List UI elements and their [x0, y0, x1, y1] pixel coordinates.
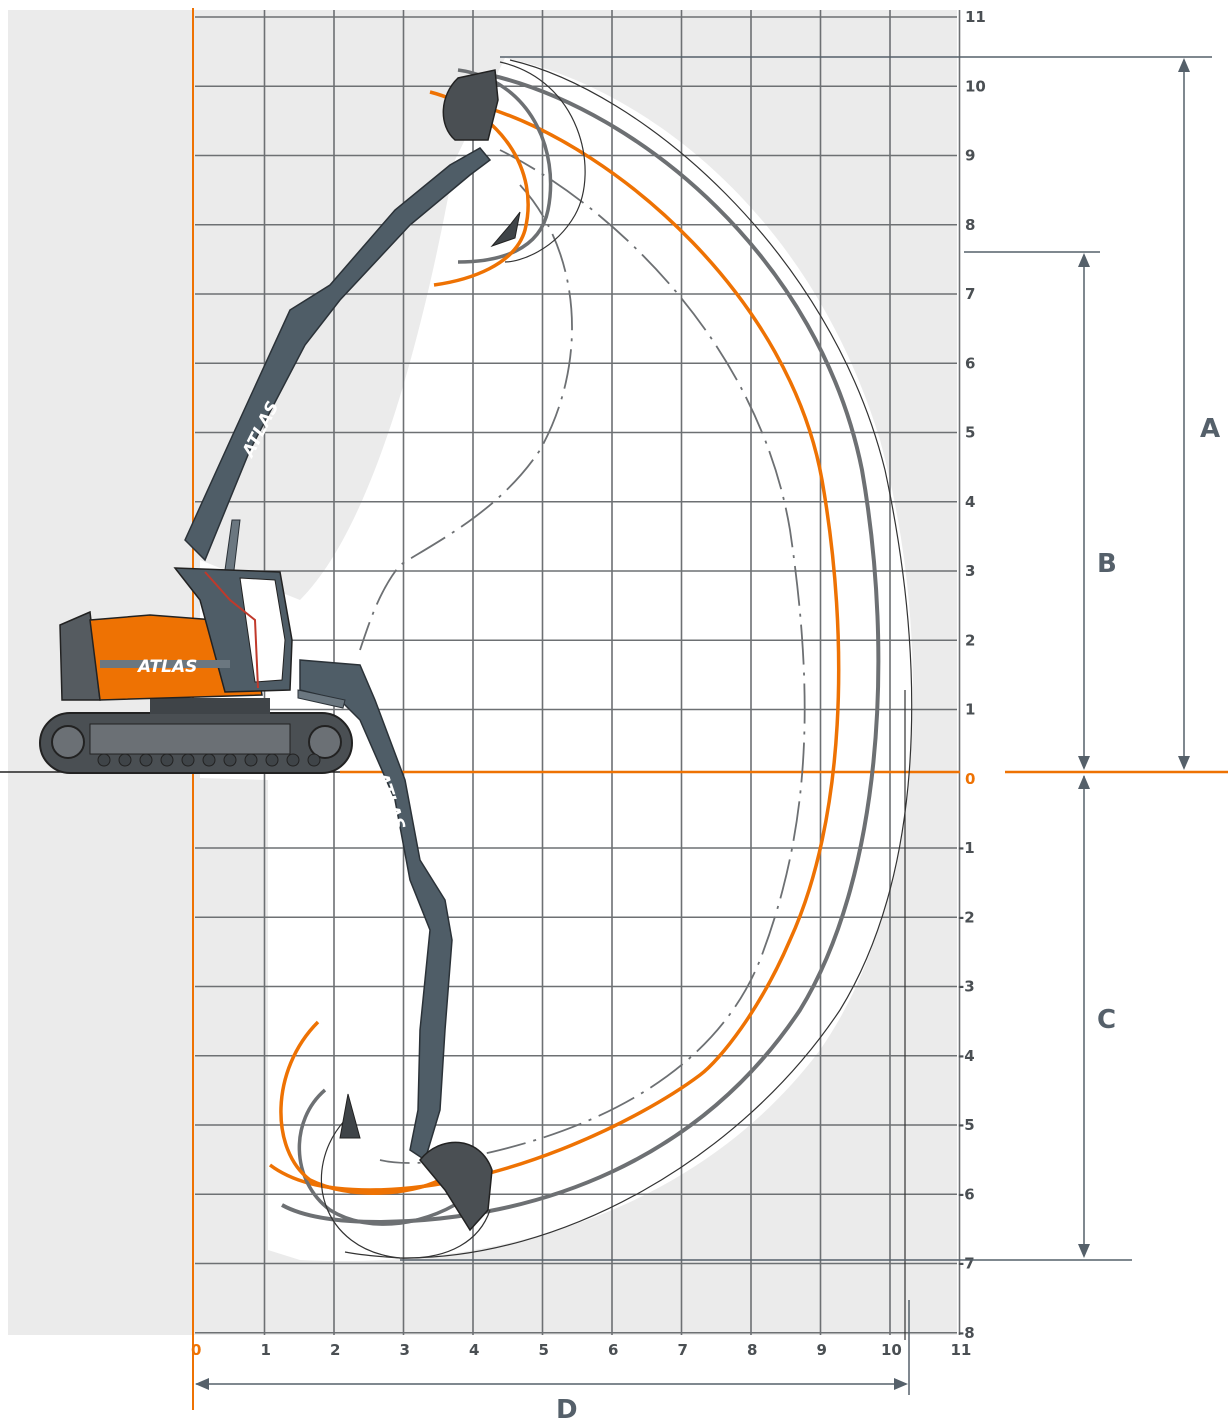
dim-label-c: C — [1097, 1005, 1116, 1035]
lower-boom-cylinder — [297, 689, 346, 709]
track-roller — [307, 753, 321, 767]
y-tick-label: -2 — [958, 908, 975, 926]
track-roller — [181, 753, 195, 767]
track-roller — [265, 753, 279, 767]
track-idler — [51, 725, 85, 759]
track-inner — [89, 723, 291, 755]
y-tick-label: -7 — [958, 1255, 975, 1273]
x-tick-label: 0 — [191, 1341, 201, 1359]
y-tick-label: 7 — [965, 285, 975, 303]
thin-top-circle — [499, 61, 586, 263]
y-tick-label: 9 — [965, 147, 975, 165]
lower-boom — [299, 659, 453, 1162]
thin-bottom-circle — [320, 1119, 491, 1259]
x-axis-ticks: 0 1 2 3 4 5 6 7 8 9 10 11 — [191, 1341, 971, 1359]
dim-d-arrow-left — [195, 1378, 209, 1390]
track-roller — [244, 753, 258, 767]
y-tick-label: -6 — [958, 1185, 975, 1203]
orange-bottom-arc — [279, 1020, 441, 1195]
y-tick-label: 6 — [965, 354, 975, 372]
grey-top-arc — [457, 68, 553, 264]
track-roller — [160, 753, 174, 767]
x-tick-label: 8 — [747, 1341, 757, 1359]
x-tick-label: 6 — [608, 1341, 618, 1359]
cab-frame-red — [204, 571, 259, 689]
excavator: ATLAS — [39, 69, 521, 1232]
dim-d-arrow-right — [894, 1378, 908, 1390]
dim-c-arrow-bottom — [1078, 1244, 1090, 1258]
dim-label-b: B — [1097, 549, 1117, 579]
turntable — [150, 698, 270, 714]
track-roller — [118, 753, 132, 767]
y-tick-label: -3 — [958, 978, 975, 996]
track-roller — [202, 753, 216, 767]
x-tick-label: 3 — [400, 1341, 410, 1359]
dim-c-arrow-top — [1078, 775, 1090, 789]
x-tick-label: 7 — [678, 1341, 688, 1359]
grey-bottom-arc — [297, 1088, 472, 1226]
y-tick-label: -4 — [958, 1047, 975, 1065]
y-tick-label: -1 — [958, 839, 975, 857]
dim-label-a: A — [1200, 414, 1220, 444]
track-rollers — [97, 753, 321, 767]
track-roller — [139, 753, 153, 767]
dimension-lines — [195, 56, 1212, 1395]
x-tick-label: 4 — [469, 1341, 479, 1359]
reach-curves — [268, 59, 913, 1340]
y-tick-label: 4 — [965, 493, 975, 511]
working-envelope — [200, 58, 913, 1262]
track-roller — [286, 753, 300, 767]
y-tick-label: 2 — [965, 631, 975, 649]
upper-boom — [184, 147, 492, 562]
x-tick-label: 1 — [261, 1341, 271, 1359]
track-roller — [97, 753, 111, 767]
hood-stripe — [100, 660, 230, 668]
grid — [195, 10, 961, 1335]
track-roller — [223, 753, 237, 767]
x-tick-label: 10 — [881, 1341, 902, 1359]
bottom-bucket-small — [339, 1093, 361, 1139]
hood-brand-label: ATLAS — [136, 657, 197, 677]
dim-b-arrow-bottom — [1078, 756, 1090, 770]
dim-a-arrow-bottom — [1178, 756, 1190, 770]
x-tick-label: 5 — [539, 1341, 549, 1359]
bottom-bucket — [419, 1141, 493, 1232]
y-tick-label: 11 — [965, 8, 986, 26]
y-tick-label: 3 — [965, 562, 975, 580]
y-tick-label: 8 — [965, 216, 975, 234]
dim-label-d: D — [556, 1395, 578, 1421]
x-tick-label: 2 — [330, 1341, 340, 1359]
dim-b-arrow-top — [1078, 253, 1090, 267]
x-tick-label: 11 — [951, 1341, 972, 1359]
y-tick-label: 5 — [965, 424, 975, 442]
top-bucket-small — [490, 211, 521, 248]
cab-window — [239, 577, 286, 683]
y-tick-label: -8 — [958, 1324, 975, 1342]
y-tick-label: 0 — [965, 770, 975, 788]
top-bucket — [442, 69, 499, 141]
track-sprocket — [308, 725, 342, 759]
x-tick-label: 9 — [817, 1341, 827, 1359]
dashdot-curve-inner — [359, 184, 573, 651]
dim-a-arrow-top — [1178, 58, 1190, 72]
y-tick-label: 10 — [965, 77, 986, 95]
y-tick-label: 1 — [965, 701, 975, 719]
dashdot-curve-outer — [379, 149, 806, 1164]
y-tick-label: -5 — [958, 1116, 975, 1134]
outer-envelope-curve — [344, 59, 913, 1259]
